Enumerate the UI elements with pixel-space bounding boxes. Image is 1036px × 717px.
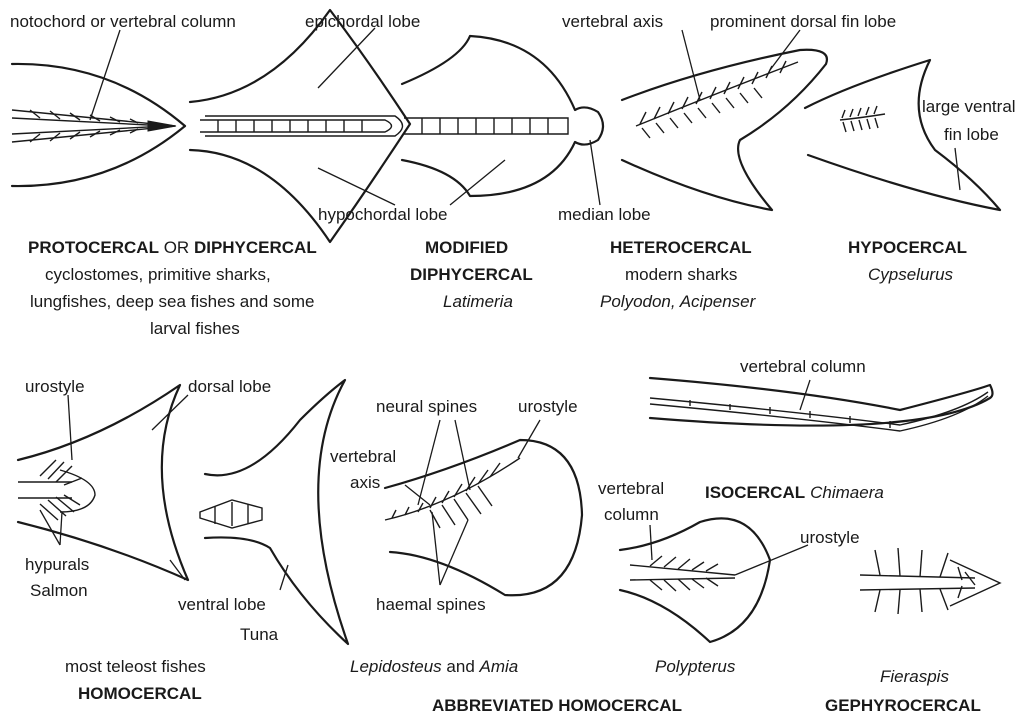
caption-cypselurus: Cypselurus	[868, 265, 954, 284]
caption-heterocercal-line1: modern sharks	[625, 265, 737, 284]
caption-polypterus: Polypterus	[655, 657, 736, 676]
isocercal-tail	[650, 378, 993, 431]
caption-heterocercal-line2: Polyodon, Acipenser	[600, 292, 757, 311]
caption-abbreviated-homocercal: ABBREVIATED HOMOCERCAL	[432, 696, 682, 715]
gephyrocercal-tail	[860, 548, 1000, 614]
caption-protocercal-line3: larval fishes	[150, 319, 240, 338]
caption-latimeria: Latimeria	[443, 292, 513, 311]
caption-homocercal: HOMOCERCAL	[78, 684, 202, 703]
label-urostyle-lepi: urostyle	[518, 397, 578, 416]
label-tuna: Tuna	[240, 625, 279, 644]
caption-hypocercal: HYPOCERCAL	[848, 238, 967, 257]
modified-diphycercal-tail	[402, 36, 603, 196]
label-hypochordal-lobe: hypochordal lobe	[318, 205, 447, 224]
label-vertebral-column-line1: vertebral	[598, 479, 664, 498]
label-large-ventral-line1: large ventral	[922, 97, 1016, 116]
label-epichordal-lobe: epichordal lobe	[305, 12, 420, 31]
caption-modified-line1: MODIFIED	[425, 238, 508, 257]
caption-homocercal-line1: most teleost fishes	[65, 657, 206, 676]
caption-lepidosteus-amia: Lepidosteus and Amia	[350, 657, 518, 676]
label-vertebral-axis-line1: vertebral	[330, 447, 396, 466]
label-large-ventral-line2: fin lobe	[944, 125, 999, 144]
label-vertebral-axis-line2: axis	[350, 473, 380, 492]
homocercal-salmon-tail	[18, 385, 188, 580]
label-urostyle-salmon: urostyle	[25, 377, 85, 396]
abbreviated-homocercal-tail	[385, 440, 582, 595]
caption-protocercal-line2: lungfishes, deep sea fishes and some	[30, 292, 314, 311]
polypterus-tail	[620, 518, 770, 642]
protocercal-tail	[12, 64, 185, 186]
label-dorsal-lobe: dorsal lobe	[188, 377, 271, 396]
label-hypurals: hypurals	[25, 555, 89, 574]
label-vertebral-column-iso: vertebral column	[740, 357, 866, 376]
label-urostyle-polypterus: urostyle	[800, 528, 860, 547]
label-haemal-spines: haemal spines	[376, 595, 486, 614]
label-median-lobe: median lobe	[558, 205, 651, 224]
label-neural-spines: neural spines	[376, 397, 477, 416]
caption-protocercal-title: PROTOCERCAL OR DIPHYCERCAL	[28, 238, 317, 257]
caption-heterocercal: HETEROCERCAL	[610, 238, 752, 257]
caption-modified-line2: DIPHYCERCAL	[410, 265, 533, 284]
caption-protocercal-line1: cyclostomes, primitive sharks,	[45, 265, 271, 284]
label-vertebral-axis-top: vertebral axis	[562, 12, 663, 31]
heterocercal-tail	[622, 50, 827, 210]
label-vertebral-column-line2: column	[604, 505, 659, 524]
label-salmon: Salmon	[30, 581, 88, 600]
label-ventral-lobe: ventral lobe	[178, 595, 266, 614]
label-notochord: notochord or vertebral column	[10, 12, 236, 31]
caption-fieraspis: Fieraspis	[880, 667, 949, 686]
label-prominent-dorsal-fin-lobe: prominent dorsal fin lobe	[710, 12, 896, 31]
caption-gephyrocercal: GEPHYROCERCAL	[825, 696, 981, 715]
